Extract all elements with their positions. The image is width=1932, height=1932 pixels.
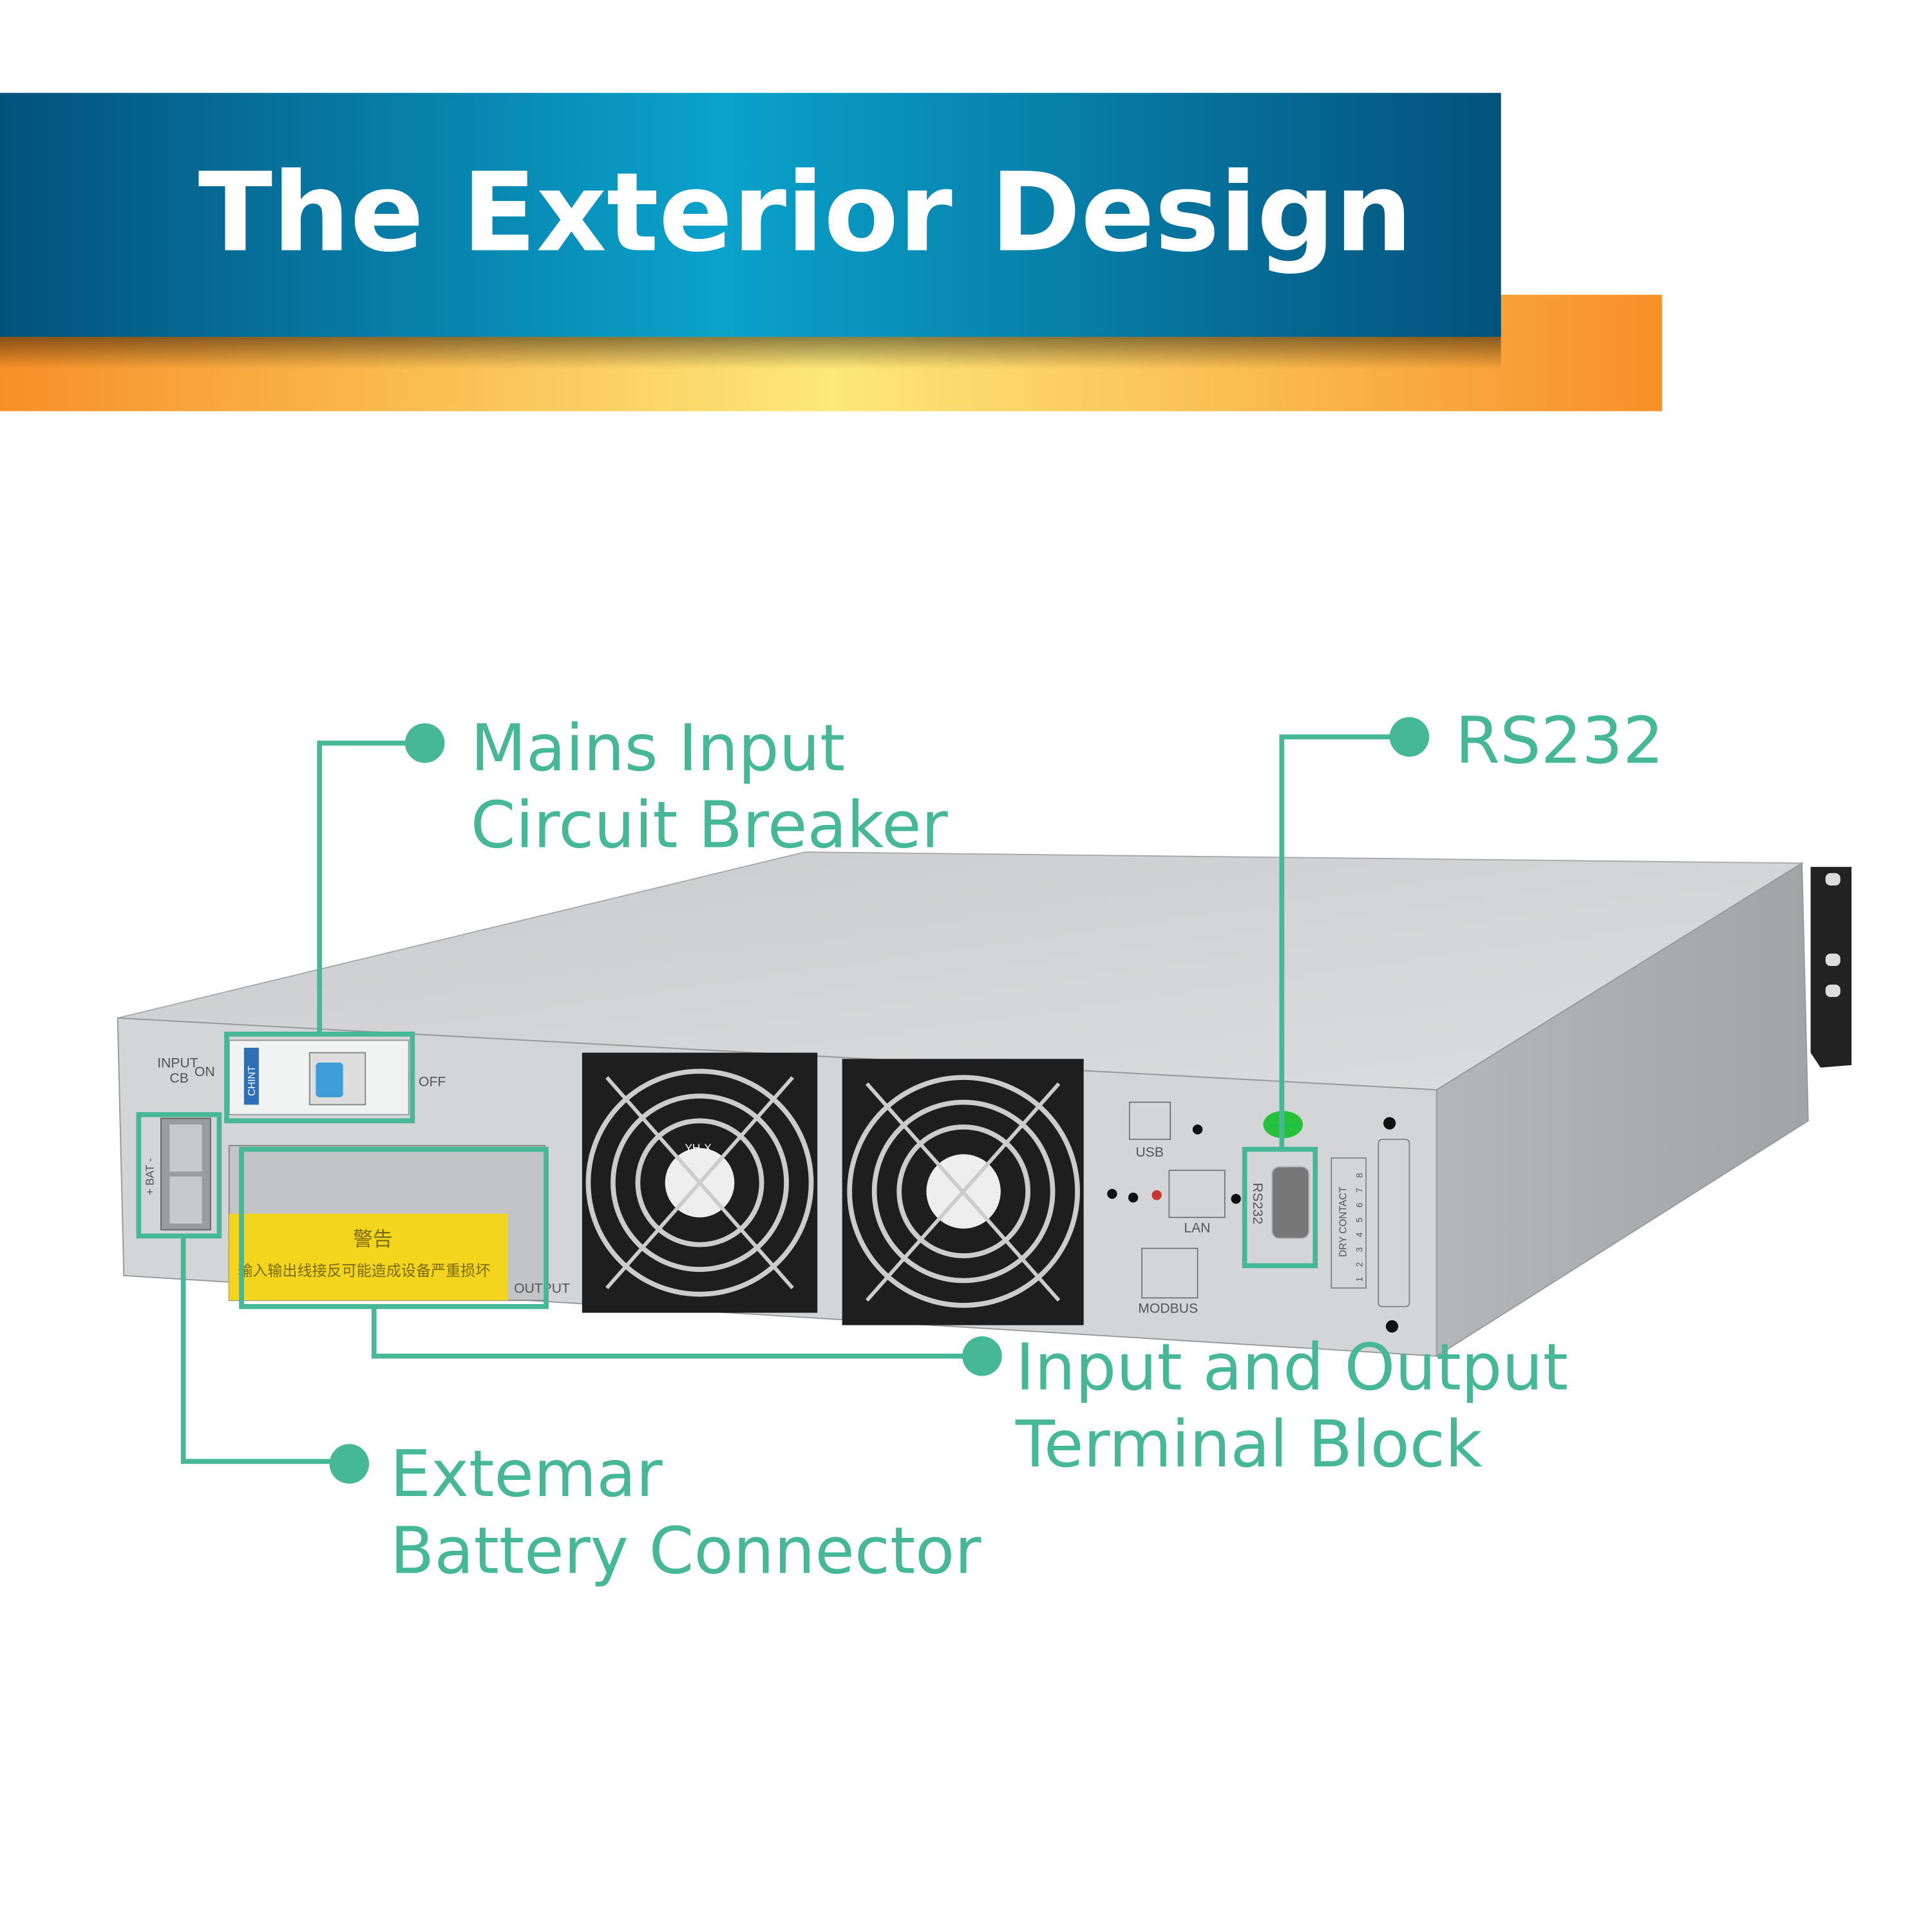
svg-text:警告: 警告 [353, 1228, 393, 1251]
svg-text:MODBUS: MODBUS [1138, 1301, 1198, 1316]
svg-text:YH-X: YH-X [685, 1141, 712, 1154]
callout-terminal-block-line1: Input and Output [1016, 1330, 1568, 1405]
page-title: The Exterior Design [198, 149, 1413, 276]
rack-ear [1810, 867, 1852, 1068]
callout-terminal-block [239, 1146, 982, 1359]
dry-contact-pin-label: 2 [1354, 1262, 1364, 1267]
svg-text:+ BAT -: + BAT - [143, 1158, 156, 1195]
svg-text:LAN: LAN [1184, 1220, 1210, 1235]
svg-text:OFF: OFF [419, 1075, 446, 1090]
callout-rs232-label: RS232 [1455, 703, 1664, 779]
callout-dot [962, 1336, 1002, 1376]
svg-text:输入输出线接反可能造成设备严重损坏: 输入输出线接反可能造成设备严重损坏 [238, 1263, 490, 1280]
battery-connector: + BAT - [143, 1117, 211, 1231]
callout-dot [1389, 717, 1430, 757]
dry-contact-pin-label: 6 [1354, 1203, 1364, 1208]
svg-text:USB: USB [1135, 1145, 1163, 1160]
callout-battery [136, 1112, 350, 1464]
svg-text:RS232: RS232 [1250, 1183, 1265, 1225]
callout-mains-input-line2: Circuit Breaker [471, 787, 949, 862]
svg-text:DRY CONTACT: DRY CONTACT [1338, 1186, 1349, 1257]
cooling-fan: YH-X [582, 1052, 818, 1313]
dry-contact-pin-label: 3 [1354, 1247, 1364, 1252]
svg-text:CB: CB [169, 1071, 188, 1086]
callout-mains-input [224, 741, 425, 1124]
callout-rs232 [1242, 734, 1410, 1269]
terminal-block: 警告 输入输出线接反可能造成设备严重损坏 OUTPUT [228, 1144, 570, 1302]
dry-contact-pin-label: 5 [1354, 1218, 1364, 1222]
banner-blue-block [0, 93, 1501, 337]
svg-text:INPUT: INPUT [157, 1056, 198, 1071]
banner-shadow [0, 337, 1501, 370]
callout-mains-input-line1: Mains Input [471, 710, 846, 786]
svg-text:OUTPUT: OUTPUT [514, 1282, 570, 1296]
ups-rack-unit: CHINT INPUT CB ON OFF + BAT - 警告 输入输出线接反… [117, 851, 1852, 1358]
title-banner: The Exterior Design [0, 93, 1662, 412]
dry-contact-pin-label: 4 [1354, 1232, 1364, 1237]
cooling-fan [842, 1059, 1084, 1325]
callout-dot [404, 723, 445, 763]
circuit-breaker: CHINT INPUT CB ON OFF [157, 1039, 446, 1115]
callout-dot [329, 1444, 370, 1484]
svg-text:CHINT: CHINT [247, 1065, 258, 1096]
dry-contact-pin-label: 8 [1354, 1173, 1364, 1177]
svg-text:ON: ON [194, 1065, 215, 1079]
dry-contact-pin-label: 7 [1354, 1188, 1364, 1192]
callout-battery-line2: Battery Connector [390, 1513, 982, 1588]
callout-terminal-block-line2: Terminal Block [1015, 1406, 1482, 1482]
callout-battery-line1: Extemar [390, 1436, 663, 1511]
dry-contact-pin-label: 1 [1354, 1277, 1364, 1282]
